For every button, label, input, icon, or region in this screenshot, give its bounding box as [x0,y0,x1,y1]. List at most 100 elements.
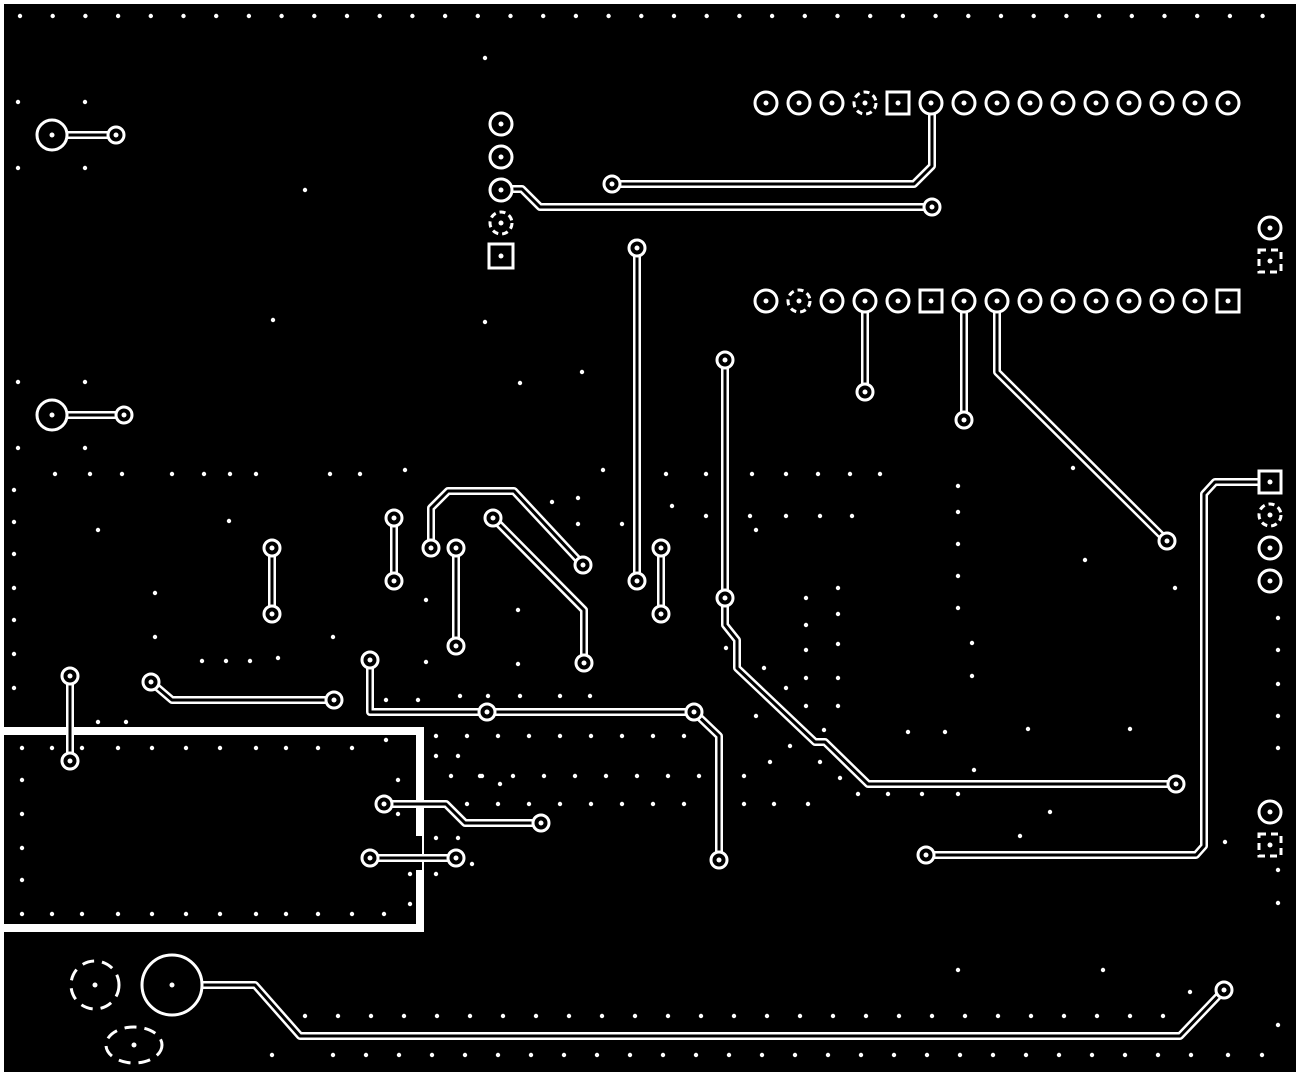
via-dot [731,1013,737,1019]
via-dot [1259,1052,1265,1058]
via-dot [82,99,88,105]
pad-drill [895,100,901,106]
via-dot [253,911,259,917]
via-dot [753,527,759,533]
pad-drill [67,673,73,679]
via-dot [429,1052,435,1058]
trace-core [382,802,543,825]
via-dot [600,467,606,473]
via-dot [1275,745,1281,751]
pad-drill [498,121,504,127]
trace-core [610,101,934,186]
via-dot [761,665,767,671]
via-dot [383,697,389,703]
pad-drill [1027,100,1033,106]
via-dot [87,471,93,477]
via-dot [183,911,189,917]
via-dot [467,1013,473,1019]
pad-drill [1267,842,1273,848]
trace-layer [46,99,1274,1040]
via-dot [247,658,253,664]
via-dot [1172,585,1178,591]
via-dot [1096,13,1102,19]
via-dot [619,521,625,527]
via-dot [217,911,223,917]
via-dot [433,753,439,759]
via-dot [275,655,281,661]
pad-drill [961,417,967,423]
pad-drill [269,611,275,617]
via-dot [19,811,25,817]
pad-drill [1192,298,1198,304]
via-dot [541,773,547,779]
via-dot [82,379,88,385]
pad-drill [538,820,544,826]
trace-core [491,516,586,665]
via-dot [787,743,793,749]
via-dot [1047,809,1053,815]
via-dot [115,911,121,917]
via-dot [619,801,625,807]
via-dot [803,675,809,681]
via-dot [115,745,121,751]
pad-drill [763,298,769,304]
via-dot [315,911,321,917]
via-dot [771,801,777,807]
via-dot [383,737,389,743]
pad-drill [722,595,728,601]
pad-drill [928,100,934,106]
via-dot [217,745,223,751]
via-dot [783,685,789,691]
via-dot [402,467,408,473]
via-dot [955,605,961,611]
via-dot [764,1013,770,1019]
via-dot [1056,1052,1062,1058]
via-dot [759,1052,765,1058]
pad-drill [1221,987,1227,993]
via-dot [395,777,401,783]
via-dot [115,13,121,19]
via-dot [962,1013,968,1019]
via-dot [572,773,578,779]
pad-drill [148,679,154,685]
via-dot [410,13,415,19]
pad-drill [1267,809,1273,815]
via-dot [223,658,229,664]
via-dot [1155,1052,1161,1058]
via-dot [469,861,475,867]
via-dot [896,1013,902,1019]
via-dot [825,1052,831,1058]
pad-drill [67,758,73,764]
via-dot [803,595,809,601]
via-dot [302,1013,308,1019]
via-dot [381,911,387,917]
via-dot [663,471,669,477]
via-dot [515,607,521,613]
via-dot [11,551,17,557]
via-dot [575,495,581,501]
via-dot [579,369,585,375]
via-dot [1089,1052,1095,1058]
via-dot [835,675,841,681]
via-dot [955,791,961,797]
pad-drill [581,660,587,666]
via-dot [681,733,687,739]
pad-drill [92,982,98,988]
via-dot [49,911,55,917]
pad-drill [1267,512,1273,518]
via-dot [1127,726,1133,732]
pad-drill [49,132,55,138]
via-dot [969,640,975,646]
via-dot [855,791,861,797]
via-dot [253,745,259,751]
pad-drill [961,100,967,106]
pad-drill [331,697,337,703]
pad-drill [862,389,868,395]
via-dot [929,1013,935,1019]
pad-drill [428,545,434,551]
via-dot [665,1013,671,1019]
via-dot [226,518,232,524]
pad-drill [796,298,802,304]
via-dot [482,319,488,325]
